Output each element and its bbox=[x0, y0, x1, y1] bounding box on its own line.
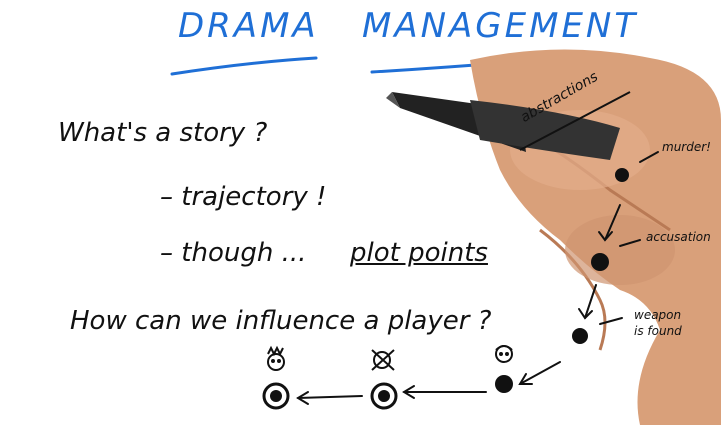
title-underline-1 bbox=[170, 56, 318, 76]
node-murder bbox=[615, 168, 629, 182]
face-2-icon bbox=[371, 349, 395, 371]
bullet-plot-points: plot points bbox=[350, 238, 488, 268]
bullet-trajectory: – trajectory ! bbox=[160, 182, 327, 212]
abstractions-underline bbox=[519, 91, 631, 151]
question-whats-a-story: What's a story ? bbox=[58, 118, 268, 148]
title-management: MANAGEMENT bbox=[362, 6, 639, 46]
bullet-though: – though ... bbox=[160, 238, 307, 268]
player-face-icons bbox=[267, 345, 513, 371]
story-arrows bbox=[296, 151, 659, 405]
node-player-2 bbox=[370, 382, 398, 410]
label-weapon-2: is found bbox=[634, 324, 682, 338]
question-influence-player: How can we influence a player ? bbox=[70, 306, 492, 336]
label-accusation: accusation bbox=[646, 230, 711, 244]
node-player-1 bbox=[262, 382, 290, 410]
face-1-icon bbox=[267, 345, 285, 371]
node-accusation bbox=[591, 253, 609, 271]
node-weapon bbox=[572, 328, 588, 344]
face-3-icon bbox=[495, 345, 513, 363]
label-murder: murder! bbox=[662, 140, 711, 154]
node-player-3 bbox=[495, 375, 513, 393]
pen-image bbox=[386, 92, 620, 160]
title-drama: DRAMA bbox=[178, 6, 319, 46]
label-weapon-1: weapon bbox=[634, 308, 682, 322]
